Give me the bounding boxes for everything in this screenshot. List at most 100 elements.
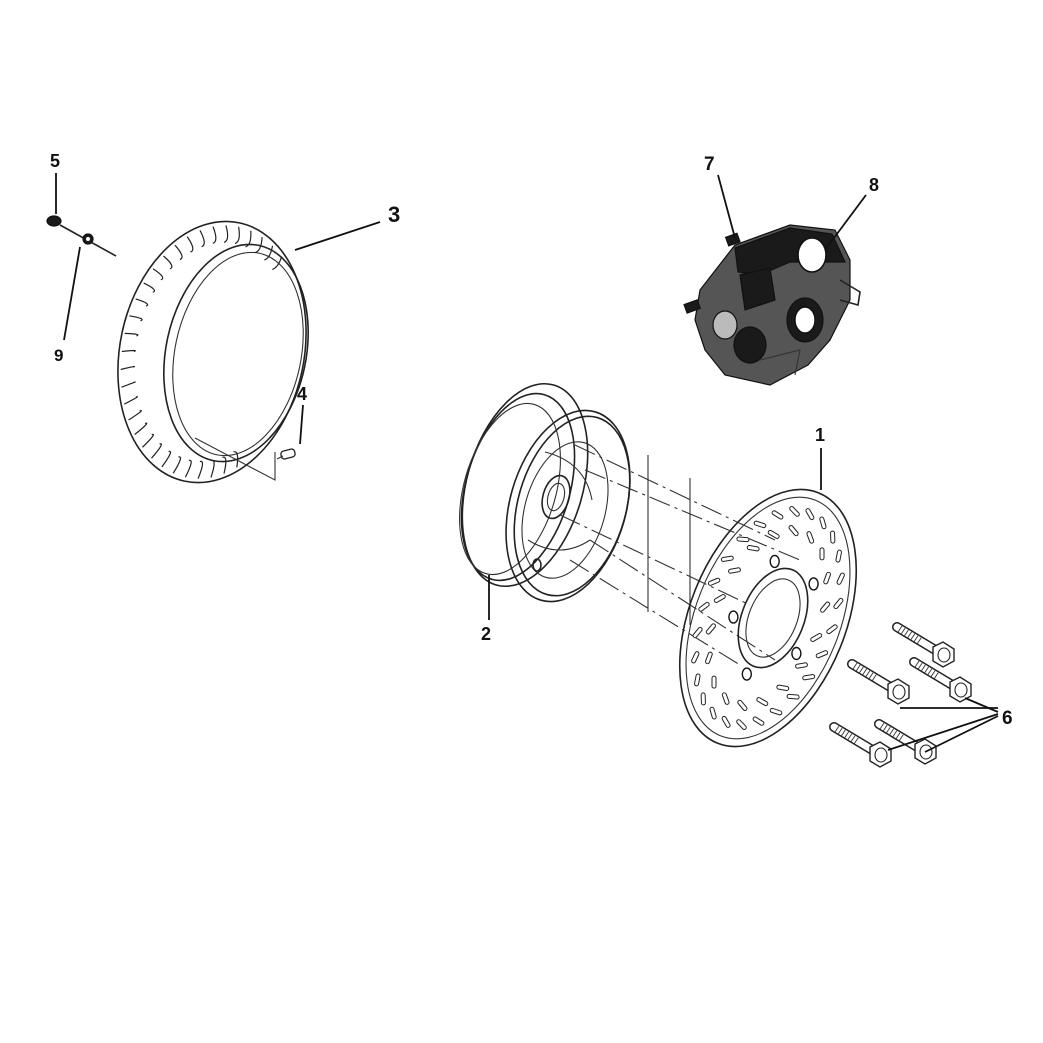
callout-7: 7 xyxy=(704,154,715,175)
callout-9: 9 xyxy=(54,346,63,365)
disc-bolt-hole xyxy=(728,610,739,624)
wheel-rim xyxy=(459,382,631,603)
tread-groove xyxy=(151,443,162,459)
disc-slot xyxy=(789,506,800,517)
disc-slot xyxy=(692,626,703,639)
disc-bolt-hole xyxy=(741,667,752,681)
disc-slot xyxy=(752,716,765,726)
disc-slot xyxy=(767,529,780,539)
disc-slot xyxy=(700,692,706,706)
disc-slot xyxy=(819,516,827,530)
tread-groove xyxy=(161,450,172,468)
disc-slot xyxy=(720,555,734,562)
tread-groove xyxy=(172,456,182,474)
tread-groove xyxy=(197,460,204,479)
tread-groove xyxy=(121,349,136,353)
disc-slot xyxy=(815,650,829,659)
tread-groove xyxy=(120,365,136,371)
disc-slot xyxy=(830,530,836,544)
tread-groove xyxy=(129,315,143,322)
tread-groove xyxy=(141,433,154,448)
disc-bolt xyxy=(847,659,910,705)
disc-slot xyxy=(769,707,783,716)
disc-bolt xyxy=(909,657,972,703)
tread-groove xyxy=(264,245,274,261)
disc-slot xyxy=(736,536,750,543)
disc-bolts xyxy=(829,622,972,768)
tread-groove xyxy=(123,396,139,405)
callout-2: 2 xyxy=(481,624,491,644)
disc-slot xyxy=(802,674,816,681)
disc-slot xyxy=(721,715,731,728)
tread-groove xyxy=(233,451,239,468)
disc-slot xyxy=(833,597,844,610)
disc-slot xyxy=(698,601,710,612)
disc-slot xyxy=(806,531,815,544)
tread-groove xyxy=(255,237,263,254)
disc-slot xyxy=(705,623,716,635)
callout-8: 8 xyxy=(869,175,879,195)
disc-slot xyxy=(819,547,825,561)
disc-slot xyxy=(713,594,726,603)
disc-slot xyxy=(836,572,845,585)
brake-disc-bolt-holes xyxy=(728,554,819,681)
tread-groove xyxy=(199,230,205,248)
disc-bolt-hole xyxy=(791,646,802,661)
disc-bolt xyxy=(874,719,937,765)
tread-groove xyxy=(186,236,194,253)
tread-groove xyxy=(152,268,164,281)
disc-slot xyxy=(805,508,815,521)
tread-groove xyxy=(222,456,227,474)
disc-slot xyxy=(709,706,717,720)
disc-slot xyxy=(771,510,784,520)
tread-groove xyxy=(128,410,142,421)
disc-slot xyxy=(721,692,730,705)
disc-slot xyxy=(728,567,741,574)
callout-1: 1 xyxy=(815,425,825,445)
disc-slot xyxy=(691,651,700,664)
disc-slot xyxy=(736,719,747,730)
disc-slot xyxy=(788,525,799,537)
tread-groove xyxy=(174,244,183,261)
callout-4: 4 xyxy=(297,384,307,404)
callout-5: 5 xyxy=(50,151,60,171)
tread-groove xyxy=(184,459,192,478)
disc-slot xyxy=(835,549,842,563)
brake-caliper xyxy=(683,224,861,386)
brake-disc-slots xyxy=(691,506,845,730)
disc-slot xyxy=(823,571,831,585)
disc-slot xyxy=(753,520,767,529)
tread-groove xyxy=(223,225,229,243)
callout-labels: 5 9 3 4 2 1 7 8 6 xyxy=(50,151,1013,729)
callout-3: 3 xyxy=(388,202,400,227)
tread-groove xyxy=(245,230,252,248)
disc-slot xyxy=(707,577,721,586)
disc-slot xyxy=(795,662,808,669)
tread-groove xyxy=(135,298,149,307)
disc-slot xyxy=(786,693,800,700)
disc-slot xyxy=(737,699,748,711)
tread-groove xyxy=(210,459,215,478)
callout-6: 6 xyxy=(1002,708,1013,729)
tread-groove xyxy=(212,226,217,244)
disc-slot xyxy=(694,673,701,687)
assembly-alignment-lines xyxy=(559,444,801,666)
disc-bolt-hole xyxy=(808,577,819,591)
tread-groove xyxy=(121,381,136,388)
tyre-tread xyxy=(120,225,283,479)
valve-stem xyxy=(194,437,296,481)
leader-lines xyxy=(55,173,999,753)
axle-nut-and-washer xyxy=(46,215,117,257)
tyre xyxy=(117,220,309,484)
disc-bolt-hole xyxy=(769,554,780,569)
disc-slot xyxy=(820,601,831,613)
tread-groove xyxy=(143,282,156,293)
disc-slot xyxy=(711,675,717,689)
disc-slot xyxy=(776,684,790,691)
disc-slot xyxy=(746,545,760,552)
disc-slot xyxy=(810,633,823,642)
disc-slot xyxy=(826,624,838,635)
tread-groove xyxy=(234,226,240,245)
brake-disc xyxy=(678,488,858,748)
